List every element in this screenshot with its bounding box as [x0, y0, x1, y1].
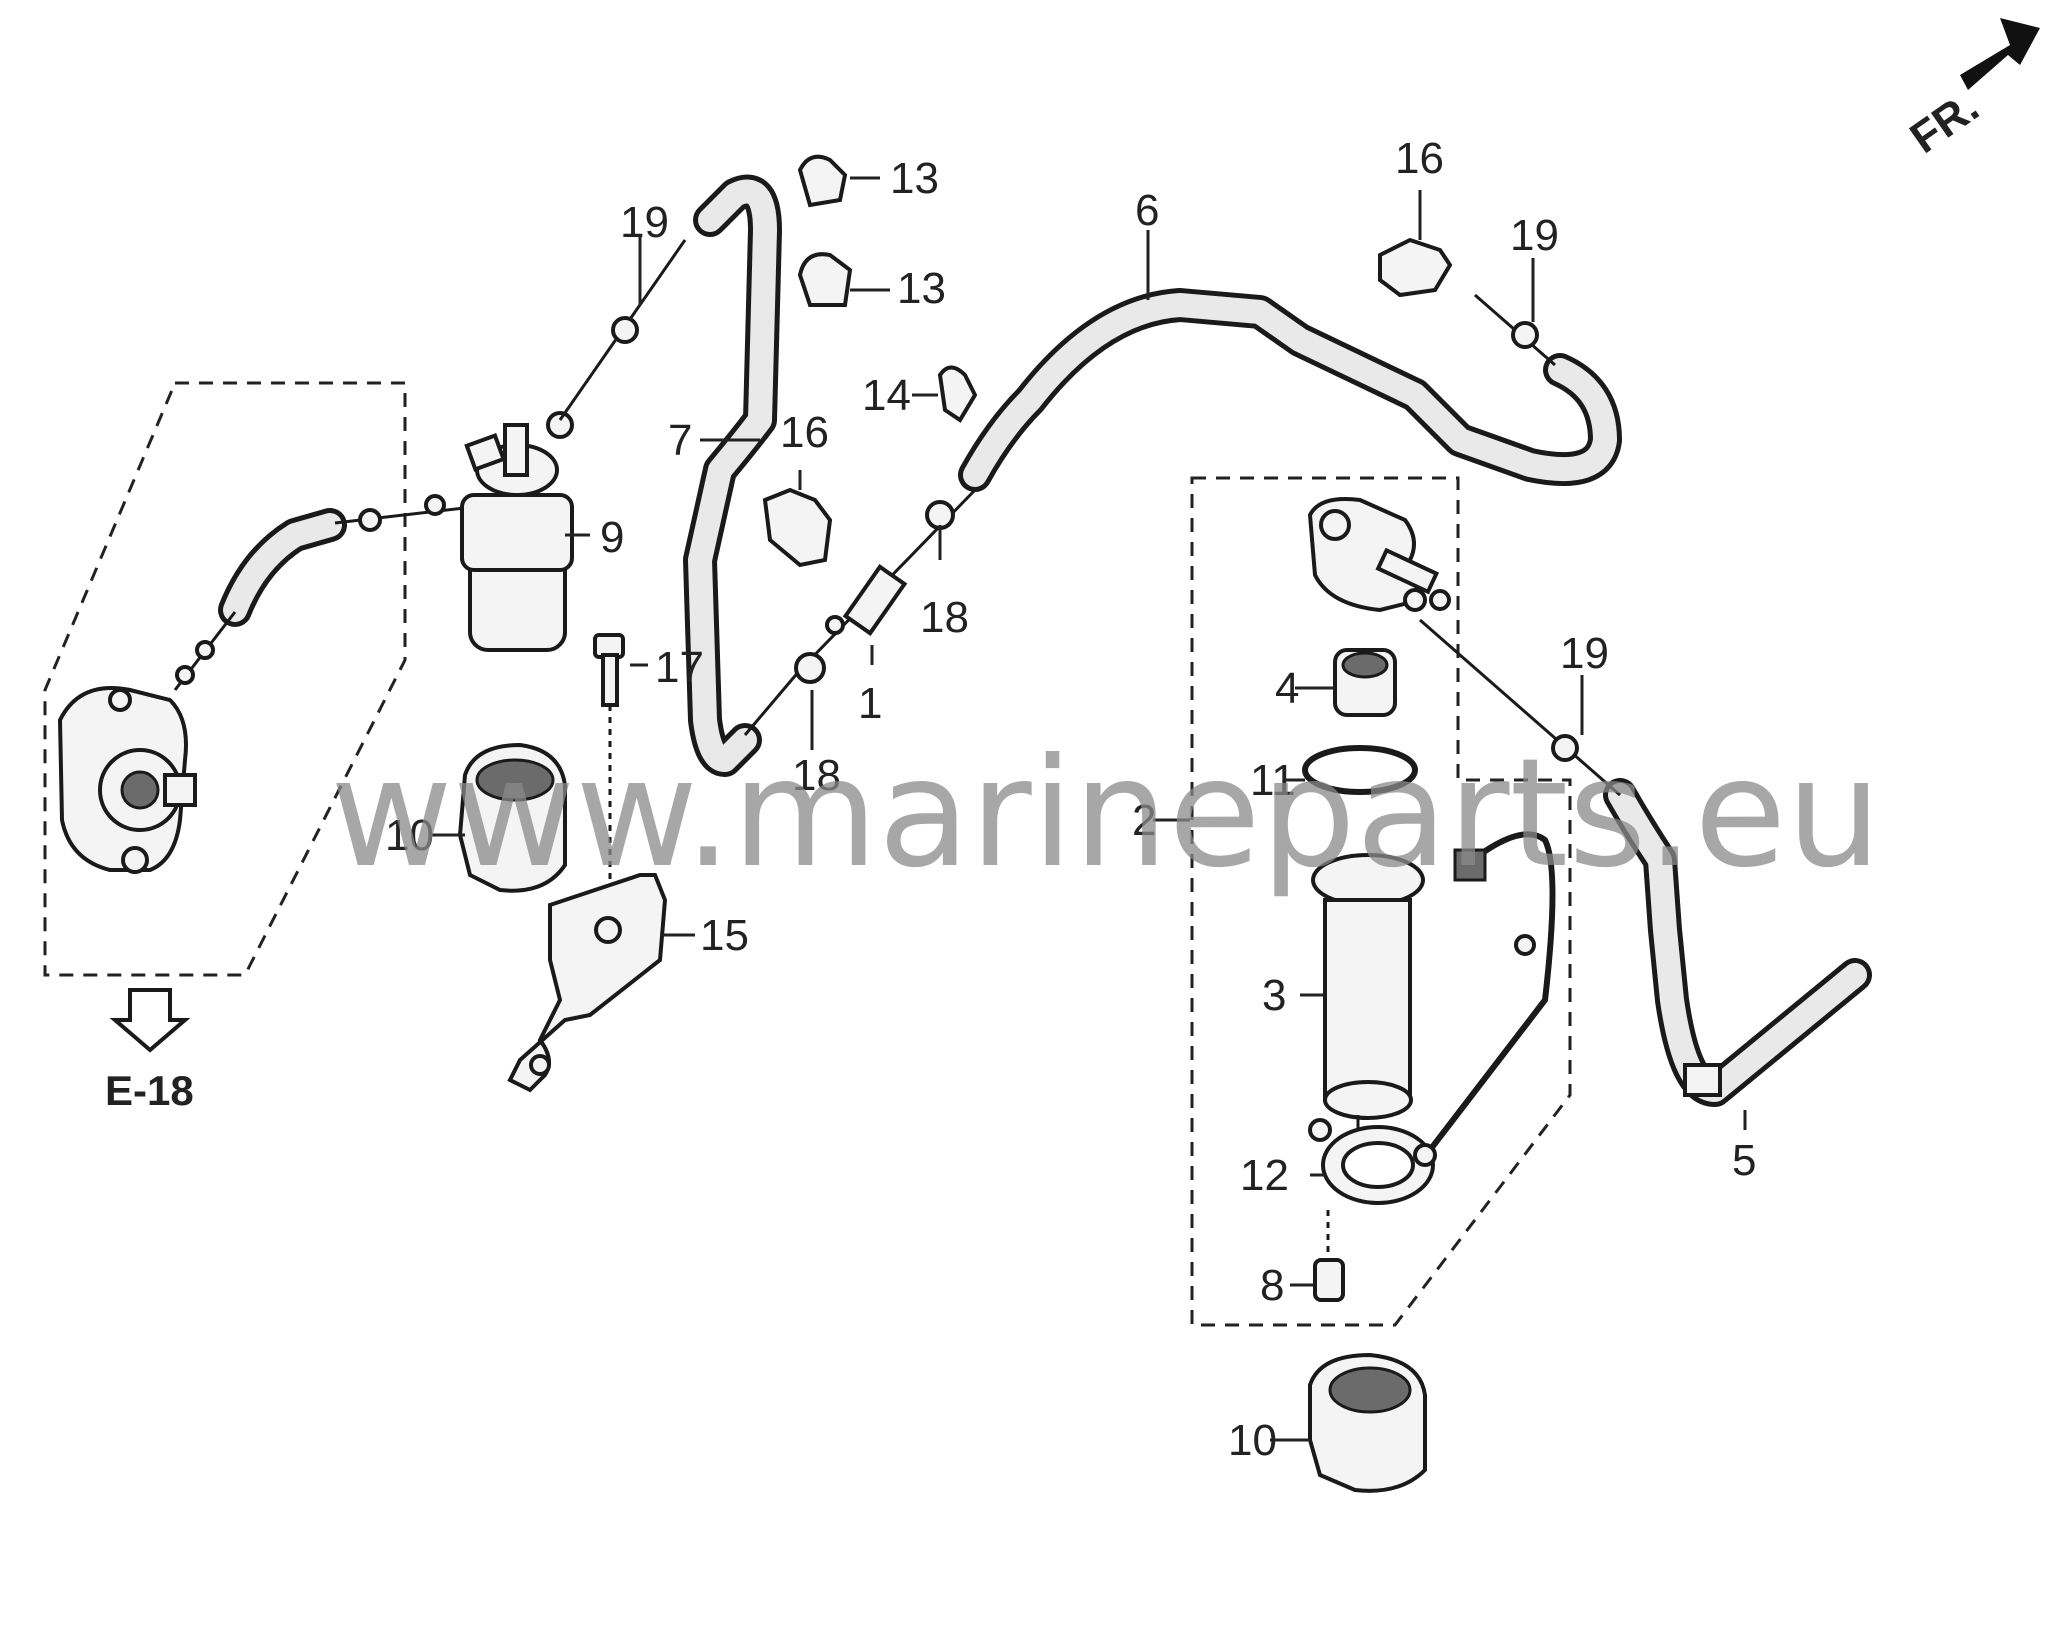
- fuel-filter: [460, 411, 574, 652]
- callout-19-right: 19: [1510, 211, 1559, 260]
- clamp-10-left: [457, 742, 567, 893]
- bracket-12: [1308, 1118, 1437, 1205]
- callout-13-lower: 13: [897, 264, 946, 313]
- callout-3: 3: [1262, 971, 1286, 1020]
- callout-19-lower: 19: [1560, 629, 1609, 678]
- fuel-pump: [57, 686, 197, 874]
- clip-16-left: [762, 487, 833, 568]
- bracket-15: [507, 873, 668, 1093]
- watermark: www.marineparts.eu: [330, 727, 1882, 901]
- callout-4: 4: [1275, 664, 1299, 713]
- front-direction-arrow: FR.: [1901, 18, 2040, 163]
- water-sensor-connector: [1453, 848, 1487, 882]
- seal-4: [1333, 648, 1397, 717]
- callout-10-bottom: 10: [1228, 1416, 1277, 1465]
- callout-11: 11: [1250, 756, 1296, 805]
- callout-9: 9: [600, 513, 624, 562]
- direction-label: FR.: [1901, 82, 1987, 163]
- hose-5-clamp: [1683, 1063, 1722, 1097]
- clip-13-lower: [797, 252, 853, 307]
- callout-15: 15: [700, 911, 749, 960]
- strainer-cap: [1307, 497, 1451, 613]
- bolt-17: [593, 633, 625, 910]
- callout-1: 1: [858, 679, 882, 728]
- screw-8: [1313, 1210, 1345, 1302]
- callout-8: 8: [1260, 1261, 1284, 1310]
- callout-19-left: 19: [620, 198, 669, 247]
- callout-12: 12: [1240, 1151, 1289, 1200]
- reference-label: E-18: [105, 1067, 194, 1114]
- callout-18-right: 18: [920, 593, 969, 642]
- callout-5: 5: [1732, 1136, 1756, 1185]
- callout-16-right: 16: [1395, 134, 1444, 183]
- o-ring-11: [1302, 745, 1418, 795]
- callout-18-left: 18: [792, 751, 841, 800]
- joint-1: [842, 564, 908, 636]
- pump-reference-outline: [43, 381, 407, 977]
- callout-13-top: 13: [890, 154, 939, 203]
- callout-14: 14: [862, 371, 911, 420]
- callout-10-left: 10: [385, 811, 434, 860]
- clip-13-top: [797, 154, 848, 208]
- callout-6: 6: [1135, 186, 1159, 235]
- clamp-10-bottom: [1308, 1352, 1427, 1493]
- callout-2: 2: [1132, 796, 1156, 845]
- callout-17: 17: [655, 643, 704, 692]
- callout-7: 7: [668, 416, 692, 465]
- callout-16-left: 16: [780, 408, 829, 457]
- clip-14: [937, 365, 978, 423]
- clip-16-right: [1378, 237, 1453, 298]
- strainer-cup-3: [1311, 853, 1425, 1140]
- reference-arrow: E-18: [105, 988, 194, 1114]
- strainer-assembly-outline: [1190, 476, 1572, 1327]
